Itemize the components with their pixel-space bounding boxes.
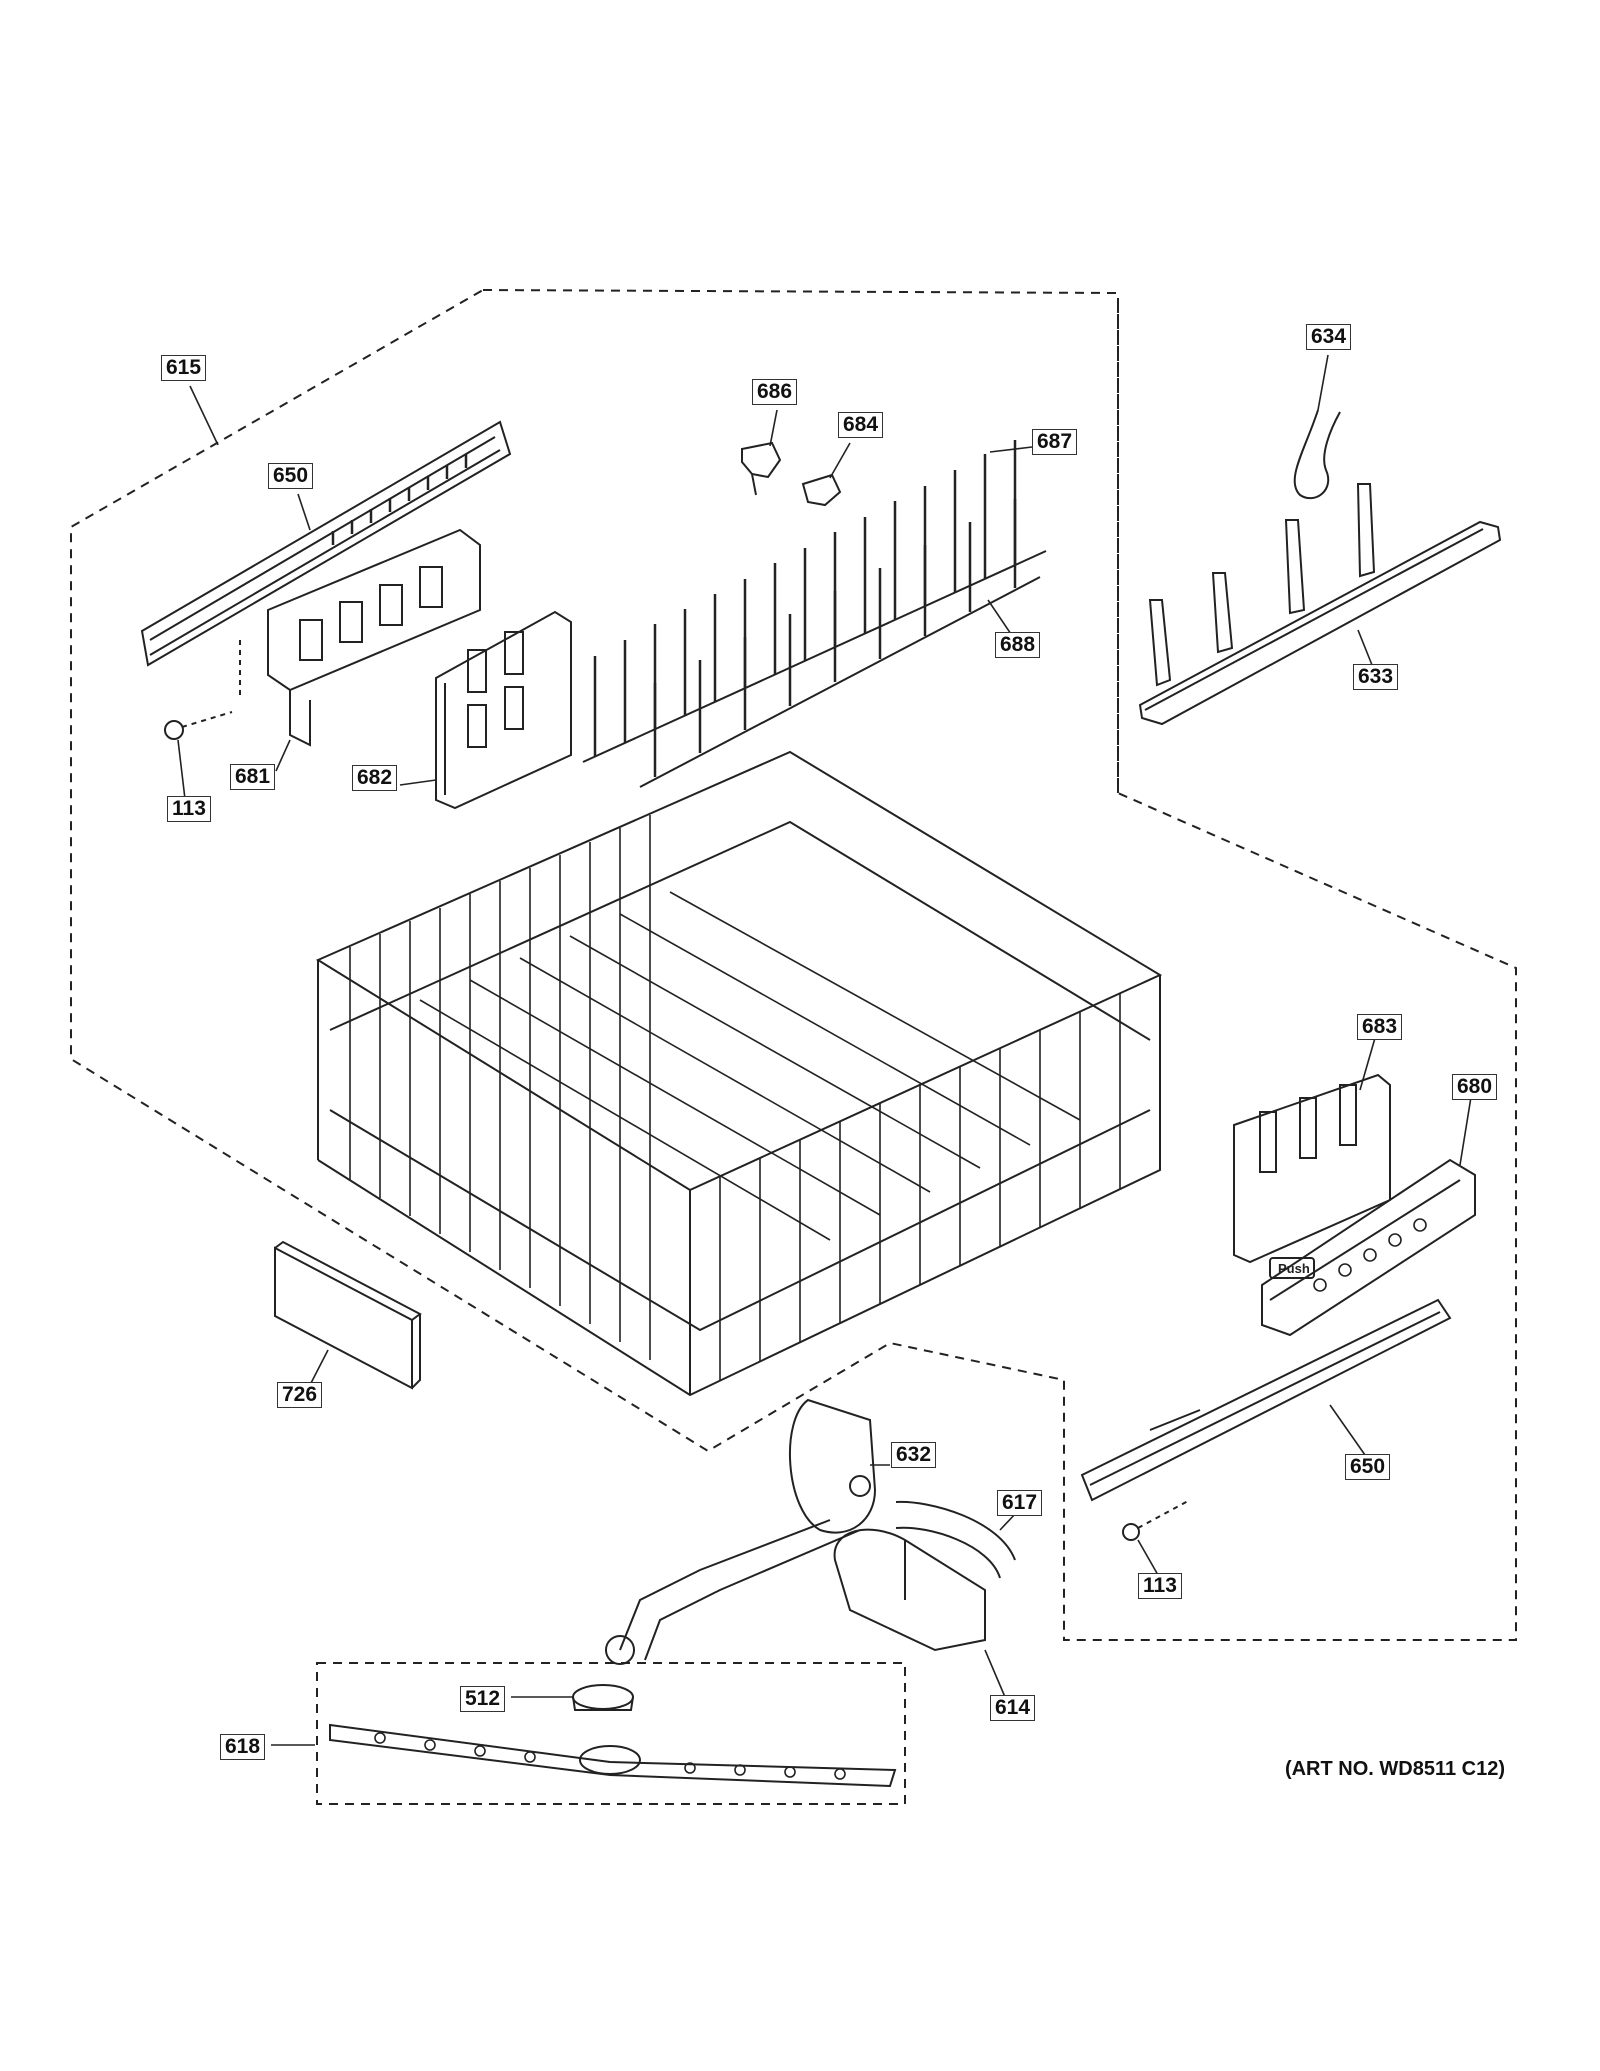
right-rack-rail [1080,1298,1452,1502]
upper-rack-basket [315,750,1163,1397]
callout-632: 632 [891,1442,937,1468]
spray-arm-group-boundary [316,1662,906,1805]
callout-617: 617 [997,1490,1043,1516]
callout-684: 684 [838,412,884,438]
callout-113: 113 [167,796,211,822]
spray-manifold [605,1398,877,1665]
upper-rack-group-boundary [70,288,1517,1641]
screw-left [164,711,233,740]
callout-650: 650 [268,463,314,489]
push-label: Push [1278,1261,1310,1276]
callout-618: 618 [220,1734,266,1760]
tine-clip-684 [801,473,842,507]
rack-adjuster-right [1233,1073,1391,1264]
screw-right [1122,1499,1191,1541]
callout-726: 726 [277,1382,323,1408]
callout-683: 683 [1357,1014,1403,1040]
lower-spray-arm [329,1723,897,1788]
rack-adjuster-left [435,610,572,810]
rack-stop-right [1261,1158,1476,1337]
left-rack-rail [140,420,512,667]
callout-634: 634 [1306,324,1352,350]
tine-clip-686 [741,441,782,496]
callout-681: 681 [230,764,276,790]
callout-615: 615 [161,355,207,381]
callout-687: 687 [1032,429,1078,455]
rack-label-card [274,1240,422,1390]
folding-tine-row [582,440,1047,788]
callout-686: 686 [752,379,798,405]
rack-stop-bracket [239,528,481,747]
callout-113: 113 [1138,1573,1182,1599]
cup-shelf-tines [1138,483,1502,726]
callout-688: 688 [995,632,1041,658]
tine-clip-634 [1293,409,1341,500]
art-number: (ART NO. WD8511 C12) [1284,1758,1505,1780]
spray-arm-hub-cap [572,1684,634,1711]
callout-682: 682 [352,765,398,791]
callout-614: 614 [990,1695,1036,1721]
leader-lines [177,354,1472,1746]
callout-633: 633 [1353,664,1399,690]
callout-680: 680 [1452,1074,1498,1100]
supply-hose [895,1500,1016,1579]
callout-650: 650 [1345,1454,1391,1480]
callout-512: 512 [460,1686,506,1712]
water-conduit [833,1528,986,1652]
